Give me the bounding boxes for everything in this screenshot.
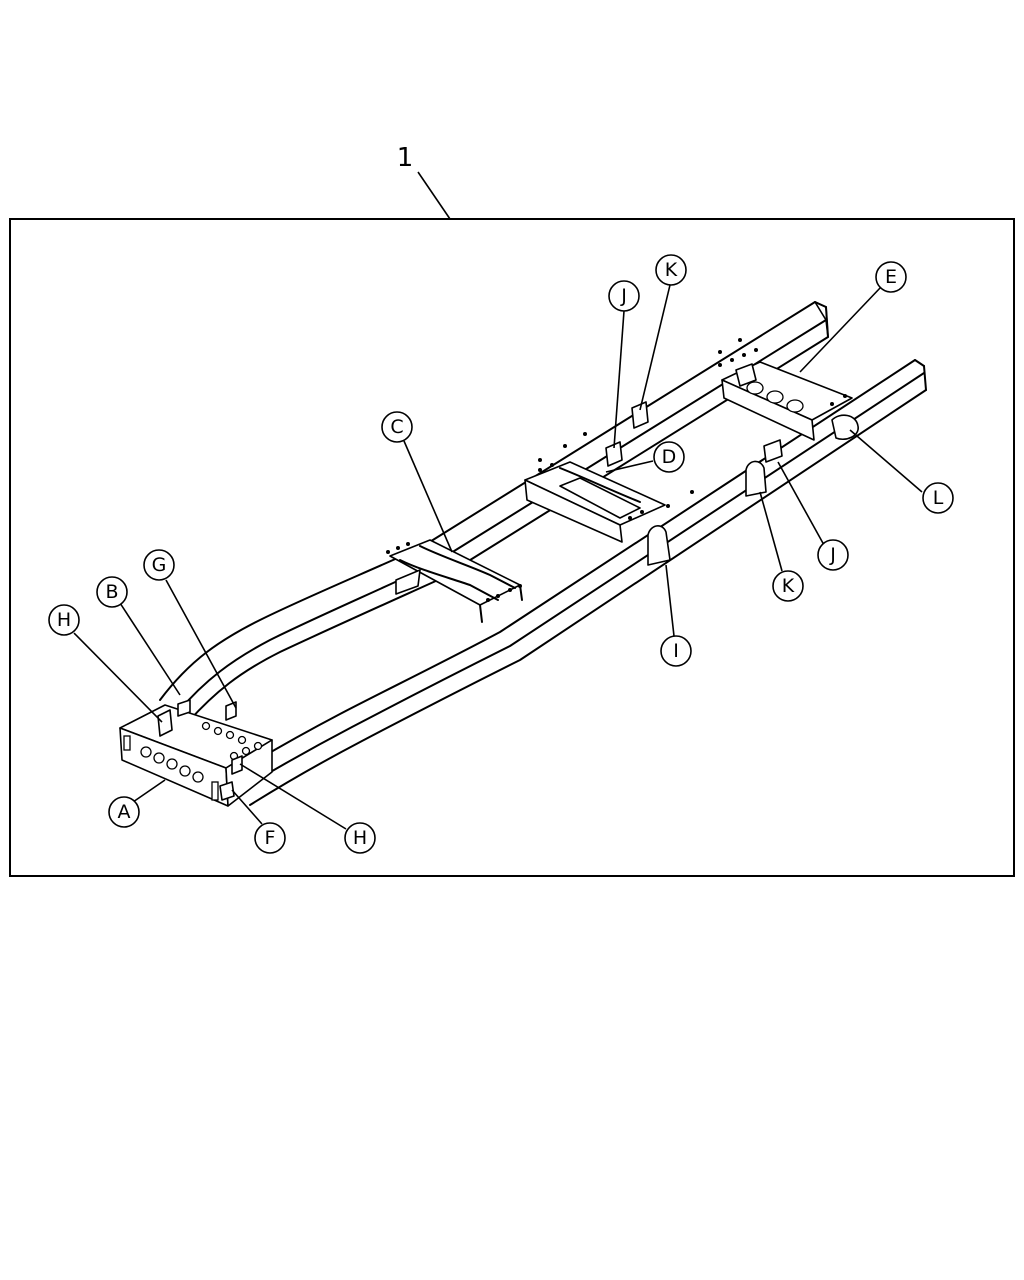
callout-label-H-front: H	[57, 609, 71, 631]
callout-H-front: H	[48, 604, 80, 636]
diagram-border	[9, 218, 1015, 877]
near-side-rail	[231, 359, 927, 806]
callout-label-F: F	[265, 827, 276, 849]
callout-label-E: E	[885, 266, 897, 288]
callout-label-K-lower: K	[782, 575, 795, 597]
callout-F: F	[254, 822, 286, 854]
callout-E: E	[875, 261, 907, 293]
callout-K-lower: K	[772, 570, 804, 602]
assembly-ref-label: 1	[397, 143, 414, 173]
far-side-rail	[159, 301, 829, 723]
center-crossmember	[386, 539, 523, 623]
callout-label-J-upper: J	[620, 285, 627, 307]
callout-label-B: B	[105, 581, 118, 603]
callout-label-G: G	[152, 554, 167, 576]
rail-rivets	[538, 338, 847, 508]
leader-lines	[73, 284, 923, 830]
callout-J-upper: J	[608, 280, 640, 312]
callout-label-J-lower: J	[829, 544, 836, 566]
callout-label-A: A	[118, 801, 131, 823]
front-crossmember	[119, 704, 273, 807]
callout-G: G	[143, 549, 175, 581]
callout-J-lower: J	[817, 539, 849, 571]
callout-label-L: L	[933, 487, 944, 509]
callout-H-rear: H	[344, 822, 376, 854]
callout-label-K-upper: K	[665, 259, 678, 281]
callout-K-upper: K	[655, 254, 687, 286]
rear-brackets	[605, 401, 859, 566]
callout-label-C: C	[390, 416, 403, 438]
mid-crossmember	[524, 461, 666, 543]
callout-C: C	[381, 411, 413, 443]
rear-crossmember	[718, 348, 853, 441]
chassis-frame	[119, 301, 927, 807]
callout-D: D	[653, 441, 685, 473]
front-brackets	[157, 699, 243, 801]
callout-label-H-rear: H	[353, 827, 367, 849]
callout-I: I	[660, 635, 692, 667]
callout-label-D: D	[662, 446, 677, 468]
callout-label-I: I	[673, 640, 679, 662]
callout-L: L	[922, 482, 954, 514]
callout-A: A	[108, 796, 140, 828]
assembly-ref-leader	[417, 171, 451, 220]
callout-B: B	[96, 576, 128, 608]
